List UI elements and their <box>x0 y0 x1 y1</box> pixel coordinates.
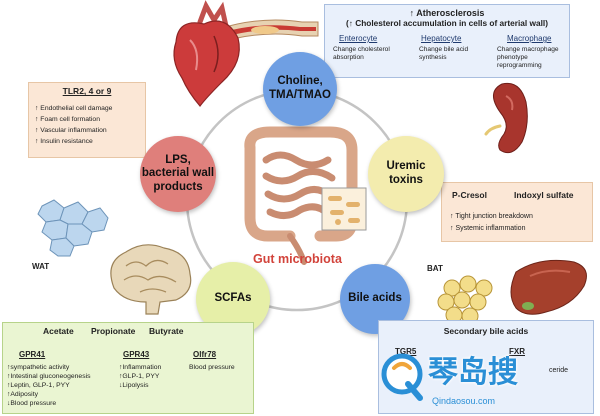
watermark-url: Qindaosou.com <box>432 396 496 406</box>
gpr41-item: ↑sympathetic activity <box>7 364 70 371</box>
gpr41-title: GPR41 <box>19 350 46 359</box>
macrophage-line: reprogramming <box>497 62 542 69</box>
gpr43-item: ↑Inflammation <box>119 364 162 371</box>
choline-line: Choline, <box>277 75 323 88</box>
bat-label: BAT <box>427 264 443 273</box>
uremic-toxins-circle: Uremic toxins <box>368 136 444 212</box>
tlr-item: ↑ Vascular inflammation <box>35 127 107 134</box>
tma-tmao-line: TMA/TMAO <box>269 89 331 101</box>
scfa-box: Acetate Propionate Butyrate GPR41 ↑sympa… <box>2 322 254 414</box>
bile-acids-label: Bile acids <box>348 292 402 305</box>
gpr41-item: ↑Leptin, GLP-1, PYY <box>7 382 70 389</box>
hepatocyte-header: Hepatocyte <box>421 34 462 43</box>
fxr-partial-text: ceride <box>549 367 569 374</box>
olfr78-title: Olfr78 <box>193 350 217 359</box>
tgr5-label: TGR5 <box>395 347 417 356</box>
macrophage-line: phenotype <box>497 54 528 61</box>
tlr-item: ↑ Endothelial cell damage <box>35 105 113 112</box>
atherosclerosis-title: ↑ Atherosclerosis <box>409 8 485 18</box>
gpr43-item: ↑GLP-1, PYY <box>119 373 160 380</box>
uremic-item: ↑ Systemic inflammation <box>450 225 526 232</box>
bile-acids-circle: Bile acids <box>340 264 410 334</box>
tlr-box: TLR2, 4 or 9 ↑ Endothelial cell damage ↑… <box>28 82 146 158</box>
gpr41-item: ↓Blood pressure <box>7 400 57 407</box>
uremic-item: ↑ Tight junction breakdown <box>450 213 533 220</box>
macrophage-header: Macrophage <box>507 34 552 43</box>
hepatocyte-line: synthesis <box>419 54 447 61</box>
secondary-bile-acids-title: Secondary bile acids <box>443 326 529 336</box>
gpr41-item: ↑Adiposity <box>7 391 38 398</box>
choline-tma-tmao-circle: Choline, TMA/TMAO <box>263 52 337 126</box>
tlr-title: TLR2, 4 or 9 <box>62 86 112 96</box>
uremic-box: P-Cresol Indoxyl sulfate ↑ Tight junctio… <box>441 182 593 242</box>
watermark-brand: 琴岛搜 <box>428 355 518 390</box>
lps-circle: LPS, bacterial wall products <box>140 136 216 212</box>
lps-line: LPS, <box>165 153 191 166</box>
hepatocyte-line: Change bile acid <box>419 46 469 53</box>
gpr43-item: ↓Lipolysis <box>119 382 149 389</box>
bacterial-wall-line: bacterial wall <box>141 167 215 180</box>
uremic-line: Uremic <box>386 160 426 173</box>
enterocyte-line: absorption <box>333 54 364 61</box>
fxr-label: FXR <box>509 347 525 356</box>
acetate-label: Acetate <box>43 326 74 336</box>
atherosclerosis-subtitle: (↑ Cholesterol accumulation in cells of … <box>346 18 548 28</box>
butyrate-label: Butyrate <box>149 326 184 336</box>
gpr41-item: ↑Intestinal gluconeogenesis <box>7 373 91 380</box>
atherosclerosis-box: ↑ Atherosclerosis (↑ Cholesterol accumul… <box>324 4 570 78</box>
toxins-line: toxins <box>389 174 423 186</box>
gpr43-title: GPR43 <box>123 350 150 359</box>
p-cresol-label: P-Cresol <box>452 190 487 200</box>
products-line: products <box>153 180 203 193</box>
tlr-item: ↑ Insulin resistance <box>35 138 93 145</box>
tlr-item: ↑ Foam cell formation <box>35 116 100 123</box>
macrophage-line: Change macrophage <box>497 46 559 53</box>
gut-microbiota-label: Gut microbiota <box>253 252 342 266</box>
scfas-label: SCFAs <box>214 292 252 305</box>
enterocyte-header: Enterocyte <box>339 34 378 43</box>
enterocyte-line: Change cholesterol <box>333 46 390 53</box>
wat-label: WAT <box>32 262 50 271</box>
olfr78-item: Blood pressure <box>189 364 235 371</box>
propionate-label: Propionate <box>91 326 136 336</box>
indoxyl-sulfate-label: Indoxyl sulfate <box>514 190 574 200</box>
